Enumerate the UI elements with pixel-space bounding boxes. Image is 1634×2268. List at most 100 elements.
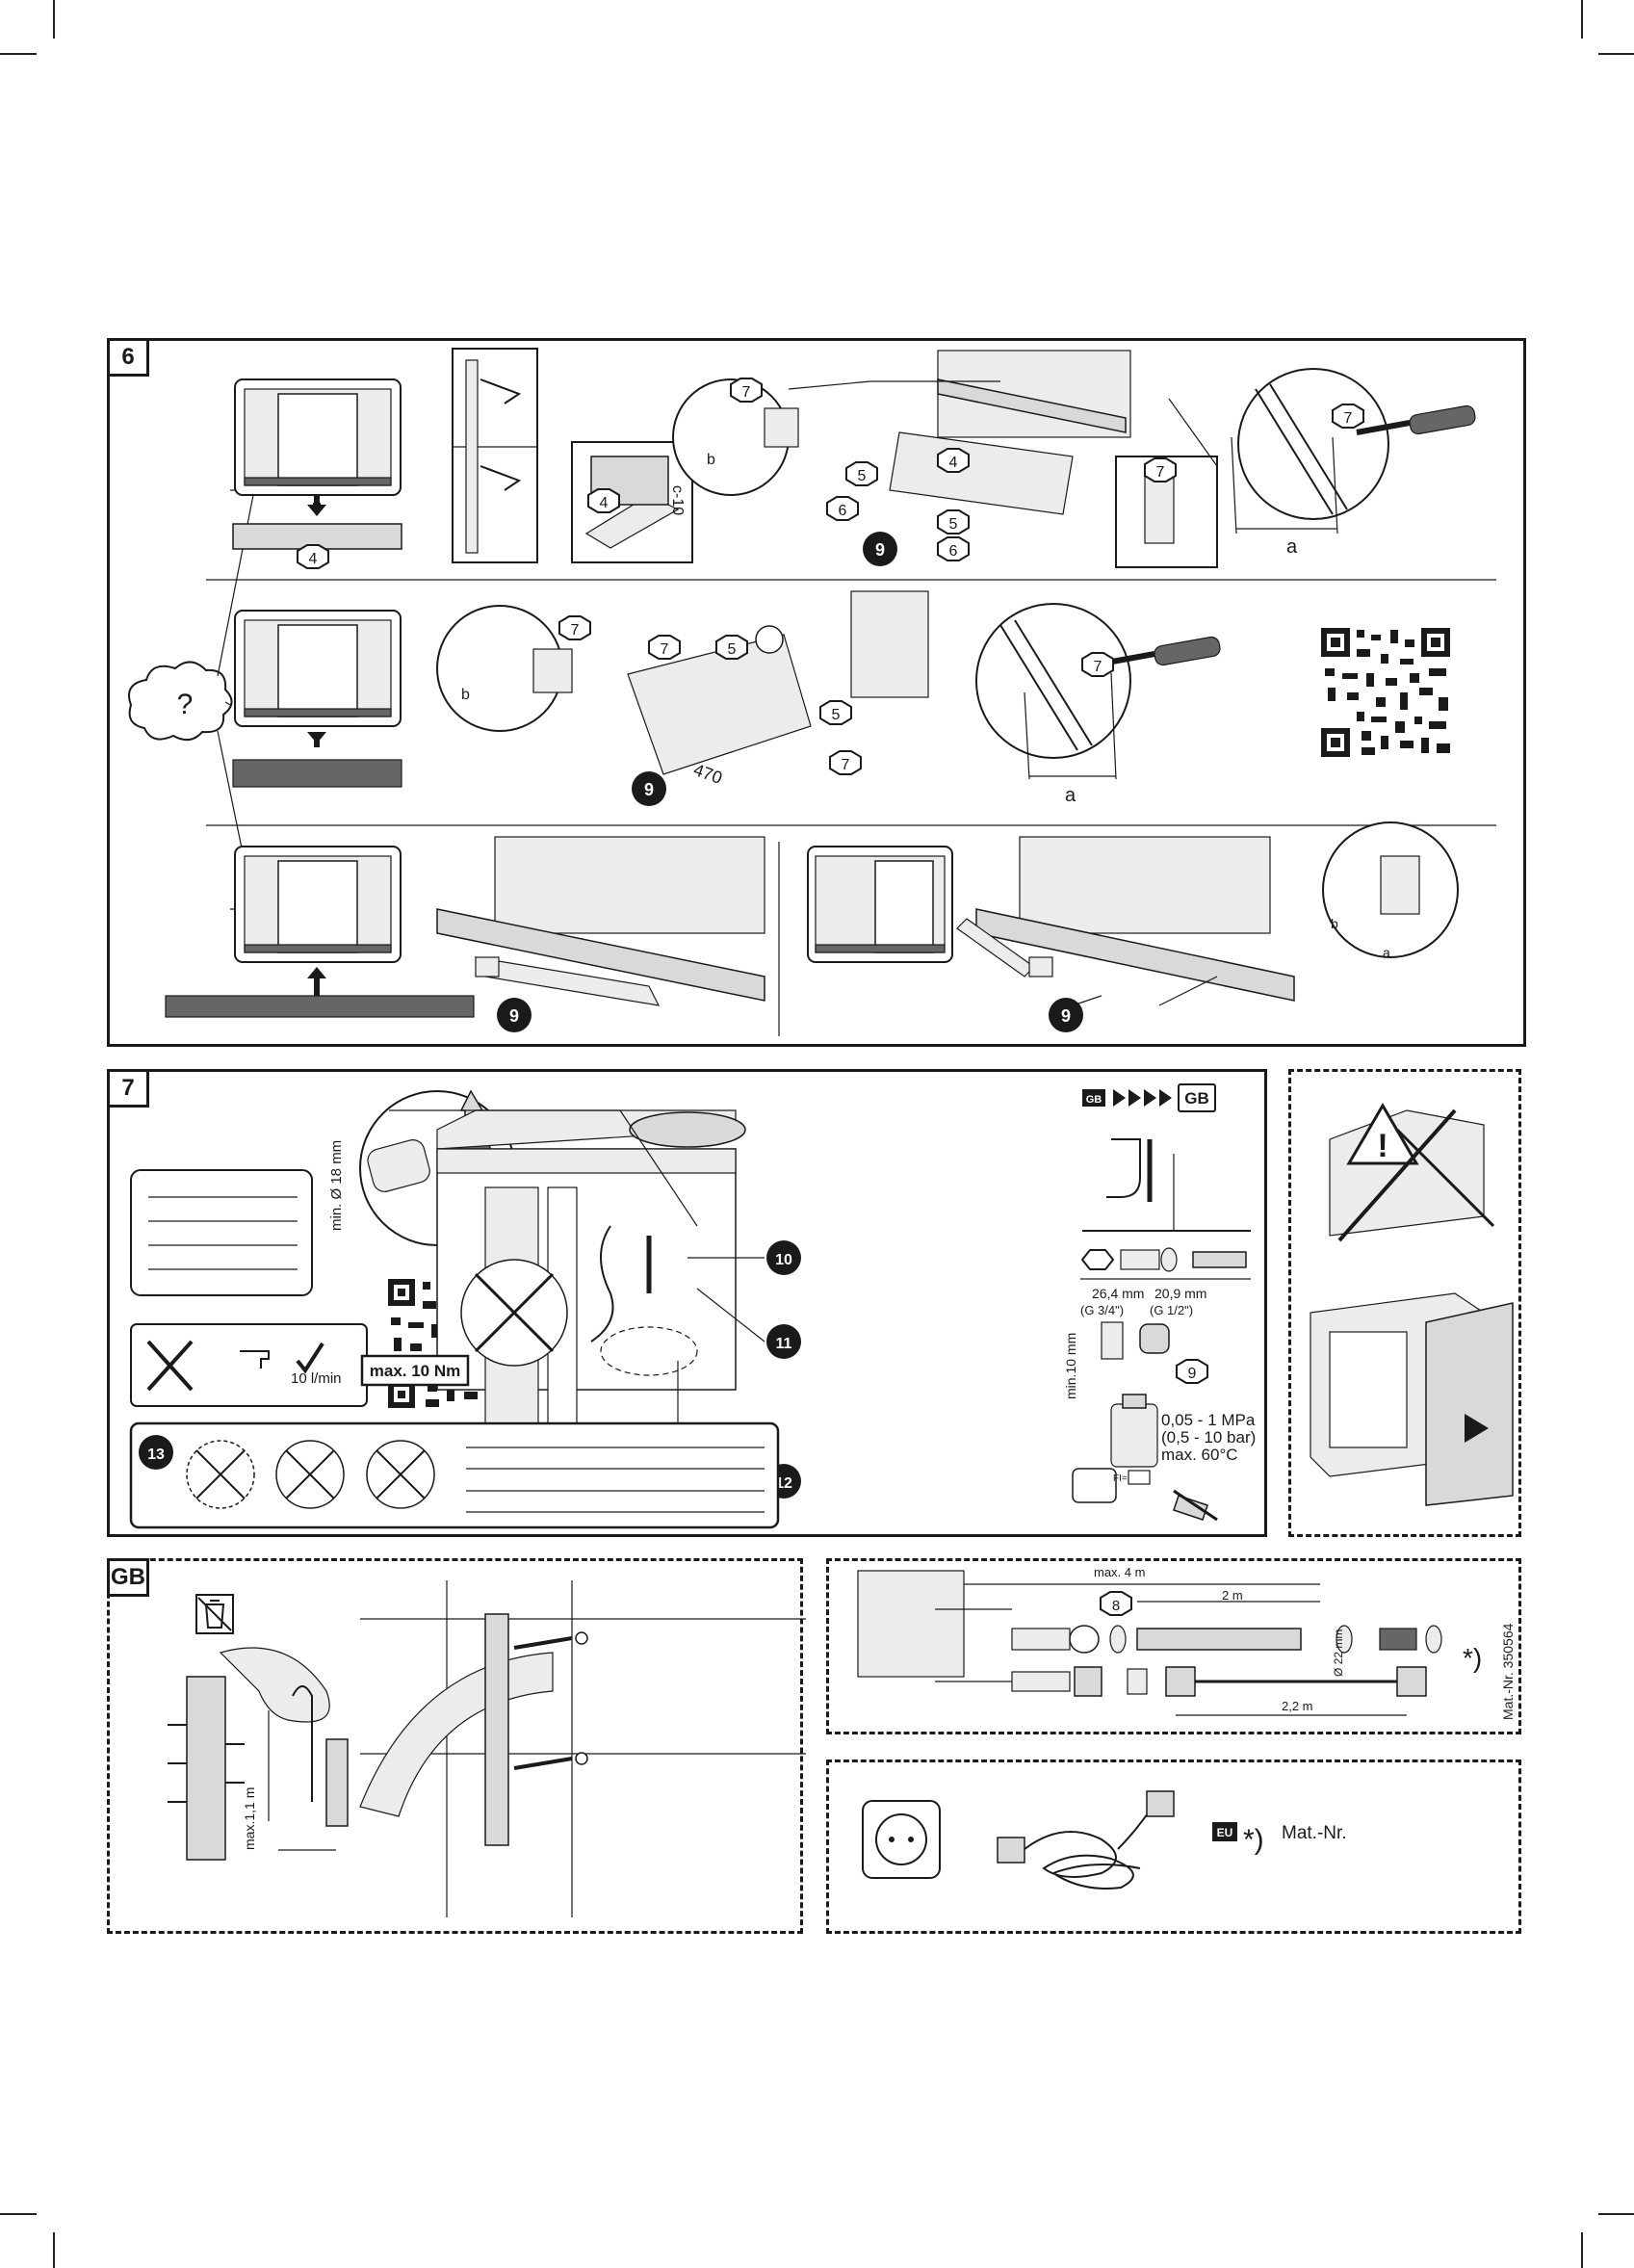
callout-7: 7 bbox=[731, 378, 762, 402]
warning-icon: ! bbox=[1377, 1128, 1388, 1164]
svg-text:6: 6 bbox=[839, 503, 847, 519]
dishwasher-front-row3 bbox=[166, 847, 474, 1017]
svg-text:b: b bbox=[1331, 916, 1338, 931]
gb-drain-panel: GB max.1,1 m bbox=[107, 1558, 803, 1934]
crop-mark bbox=[1598, 2213, 1634, 2215]
plinth-assembly-row1: b a bbox=[673, 351, 1476, 567]
gb-badge-large: GB bbox=[1184, 1089, 1209, 1108]
svg-text:6: 6 bbox=[949, 543, 958, 560]
min-height: min.10 mm bbox=[1063, 1333, 1078, 1399]
svg-text:11: 11 bbox=[776, 1336, 792, 1352]
svg-text:9: 9 bbox=[509, 1006, 519, 1026]
svg-text:b: b bbox=[707, 452, 715, 468]
mat-nr: Mat.-Nr. 350564 bbox=[1500, 1623, 1516, 1720]
warning-illustration: ! bbox=[1291, 1072, 1524, 1540]
svg-text:4: 4 bbox=[600, 495, 609, 511]
svg-text:5: 5 bbox=[728, 641, 737, 658]
svg-text:13: 13 bbox=[147, 1447, 165, 1463]
step-6-panel: 6 ? c-10 bbox=[107, 338, 1526, 1047]
thread-small: 20,9 mm bbox=[1154, 1286, 1206, 1301]
callout-5: 5 bbox=[938, 510, 969, 534]
pressure-mpa: 0,05 - 1 MPa bbox=[1161, 1411, 1256, 1429]
callout-4: 4 bbox=[588, 489, 619, 512]
crop-mark bbox=[0, 2213, 37, 2215]
dishwasher-front-row3b bbox=[808, 847, 952, 962]
callout-7: 7 bbox=[649, 636, 680, 659]
callout-7: 7 bbox=[559, 616, 590, 639]
svg-text:7: 7 bbox=[842, 757, 850, 773]
crop-mark bbox=[53, 0, 55, 39]
svg-text:4: 4 bbox=[309, 551, 318, 567]
svg-text:8: 8 bbox=[1112, 1598, 1120, 1614]
callout-6: 6 bbox=[938, 537, 969, 560]
callout-7: 7 bbox=[830, 751, 861, 774]
callout-9: 9 bbox=[1049, 998, 1083, 1032]
callout-7: 7 bbox=[1145, 458, 1176, 482]
svg-text:9: 9 bbox=[1188, 1366, 1197, 1382]
kitchen-cabinet-illustration bbox=[389, 1110, 745, 1438]
svg-text:a: a bbox=[1383, 945, 1390, 960]
pressure-bar: (0,5 - 10 bar) bbox=[1161, 1428, 1256, 1447]
mat-nr: Mat.-Nr. bbox=[1282, 1823, 1347, 1843]
svg-text:a: a bbox=[1286, 536, 1298, 558]
crop-mark bbox=[1581, 0, 1583, 39]
crop-mark bbox=[53, 2232, 55, 2268]
hose-extension-panel: max. 4 m 2 m 8 Ø 22 mm *) Mat.-Nr. 35056… bbox=[826, 1558, 1521, 1734]
svg-text:7: 7 bbox=[1094, 659, 1102, 675]
gb-badge-small: GB bbox=[1086, 1094, 1102, 1106]
svg-text:5: 5 bbox=[949, 516, 958, 533]
callout-11: 11 bbox=[766, 1324, 801, 1359]
help-cloud-icon: ? bbox=[129, 662, 232, 740]
diameter: Ø 22 mm bbox=[1332, 1629, 1345, 1677]
gb-drain-illustration: max.1,1 m bbox=[110, 1561, 806, 1937]
dishwasher-front-row2 bbox=[233, 611, 402, 787]
callout-4: 4 bbox=[298, 545, 328, 568]
callout-6: 6 bbox=[827, 497, 858, 520]
plinth-assembly-row3 bbox=[437, 837, 765, 1005]
warning-panel: ! bbox=[1288, 1069, 1521, 1537]
eu-badge: EU bbox=[1217, 1826, 1233, 1839]
help-symbol: ? bbox=[177, 689, 194, 720]
fi-label: FI= bbox=[1113, 1473, 1128, 1484]
plinth-assembly-row3b: b a bbox=[957, 822, 1458, 1001]
svg-text:7: 7 bbox=[661, 641, 669, 658]
svg-text:5: 5 bbox=[832, 707, 841, 723]
thread-large-g: (G 3/4") bbox=[1080, 1303, 1124, 1317]
power-cable-illustration: EU *) Mat.-Nr. bbox=[829, 1762, 1524, 1937]
asterisk: *) bbox=[1243, 1824, 1264, 1856]
svg-text:4: 4 bbox=[949, 455, 958, 471]
thread-small-g: (G 1/2") bbox=[1150, 1303, 1193, 1317]
step-6-illustration: ? c-10 b bbox=[110, 341, 1529, 1050]
plinth-assembly-row2: b 470 a bbox=[437, 591, 1221, 806]
dim-470: 470 bbox=[691, 760, 725, 788]
svg-text:5: 5 bbox=[858, 468, 867, 484]
crop-mark bbox=[1581, 2232, 1583, 2268]
asterisk: *) bbox=[1463, 1643, 1482, 1673]
max-temp: max. 60°C bbox=[1161, 1446, 1238, 1464]
dishwasher-front-row1 bbox=[233, 379, 402, 549]
step-7-panel: 7 min. Ø 18 mm 10 l/min bbox=[107, 1069, 1267, 1537]
svg-text:9: 9 bbox=[1061, 1006, 1071, 1026]
callout-5: 5 bbox=[820, 701, 851, 724]
svg-text:7: 7 bbox=[571, 622, 580, 639]
callout-9: 9 bbox=[863, 532, 897, 566]
power-cable-icon bbox=[998, 1791, 1174, 1889]
torque-label: max. 10 Nm bbox=[370, 1362, 461, 1380]
callout-13: 13 bbox=[139, 1435, 173, 1470]
svg-text:b: b bbox=[461, 687, 470, 703]
step-7-illustration: min. Ø 18 mm 10 l/min bbox=[110, 1072, 1270, 1540]
callout-10: 10 bbox=[766, 1240, 801, 1275]
svg-text:7: 7 bbox=[1344, 410, 1353, 427]
qr-code-icon bbox=[1318, 625, 1453, 760]
callout-7: 7 bbox=[1082, 653, 1113, 676]
thread-large: 26,4 mm bbox=[1092, 1286, 1144, 1301]
svg-text:a: a bbox=[1065, 785, 1076, 806]
callout-5: 5 bbox=[716, 636, 747, 659]
callout-4: 4 bbox=[938, 449, 969, 472]
length-2m: 2 m bbox=[1222, 1588, 1243, 1603]
callout-9: 9 bbox=[1177, 1360, 1207, 1383]
svg-text:9: 9 bbox=[875, 540, 885, 560]
length-22m: 2,2 m bbox=[1282, 1699, 1313, 1713]
svg-text:7: 7 bbox=[742, 384, 751, 401]
crop-mark bbox=[1598, 53, 1634, 55]
